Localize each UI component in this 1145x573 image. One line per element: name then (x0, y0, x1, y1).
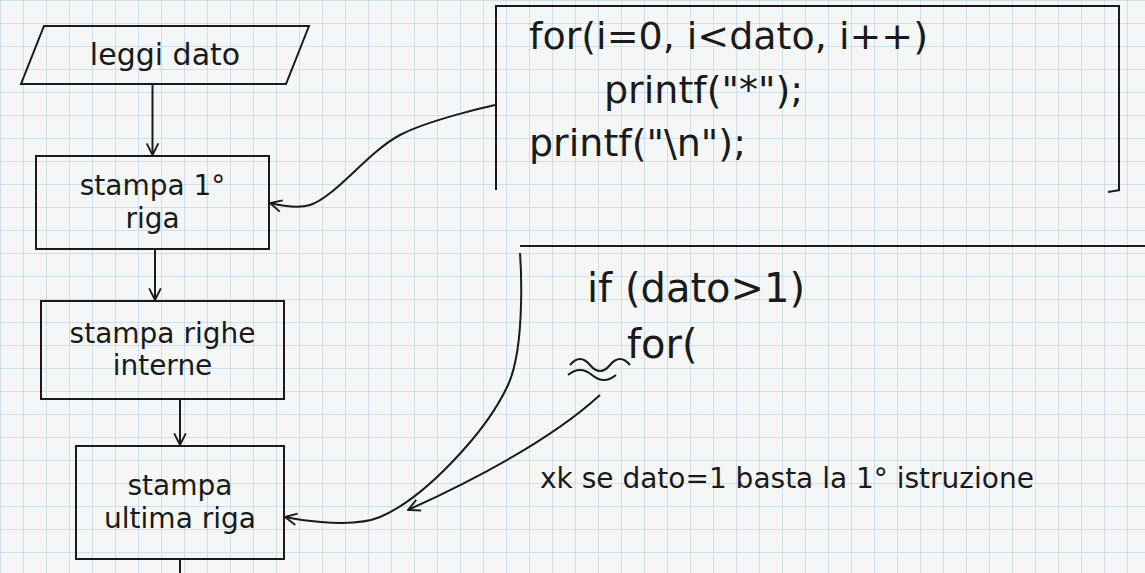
code-line: stampa righe interne (54, 318, 271, 382)
bracket-tick (1108, 190, 1120, 192)
flow-arrow (285, 253, 521, 523)
flow-arrow (154, 250, 156, 300)
process-box: stampa ultima riga (75, 445, 285, 560)
code-line: printf("\n"); (529, 122, 1106, 166)
process-box: stampa 1° riga (35, 155, 270, 250)
code-block: if (dato>1) for( (520, 245, 1145, 435)
code-line: printf("*"); (604, 69, 1106, 113)
code-line: stampa ultima riga (89, 470, 271, 534)
code-line: for( (627, 321, 1133, 367)
scribble (568, 359, 630, 380)
parallelogram-outline (21, 26, 309, 84)
flow-arrow (152, 85, 154, 155)
note: xk se dato=1 basta la 1° istruzione (540, 462, 1034, 496)
process-box: stampa righe interne (40, 300, 285, 400)
node-text: leggi dato (56, 38, 274, 73)
input-parallelogram: leggi dato (20, 25, 310, 85)
flow-stub (179, 560, 181, 573)
flow-arrow (179, 400, 181, 445)
code-line: for(i=0, i<dato, i++) (529, 15, 1106, 59)
code-block: for(i=0, i<dato, i++) printf("*"); printf(… (495, 5, 1120, 190)
code-line: stampa 1° riga (49, 170, 256, 234)
code-line: if (dato>1) (587, 265, 1133, 311)
flow-arrow (270, 105, 495, 207)
